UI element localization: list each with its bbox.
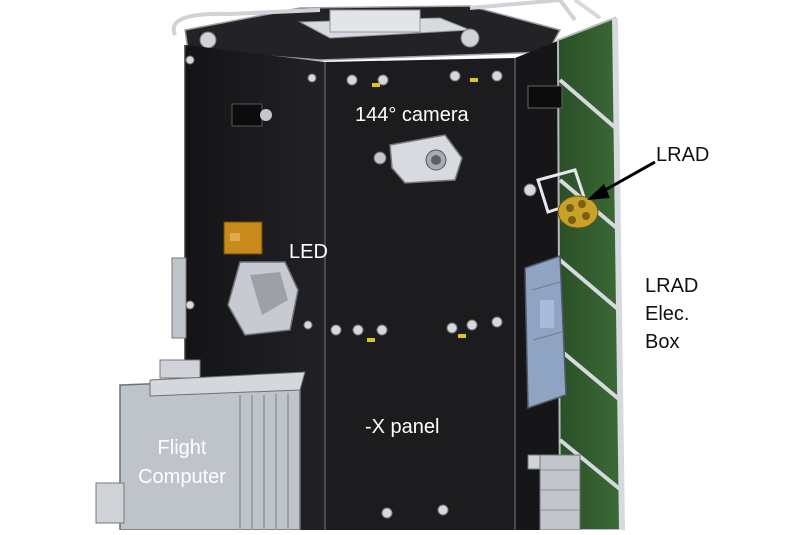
flight-computer-line-2: Computer (138, 466, 226, 488)
top-deck (171, 0, 577, 61)
lower-right-hardware (527, 454, 581, 531)
x-panel-label: -X panel (365, 416, 440, 438)
sun-sensor (231, 85, 563, 127)
panel-fasteners (185, 55, 503, 519)
flight-computer-hardware (95, 257, 306, 531)
lrad-arrow (587, 160, 656, 200)
flight-computer-line-1: Flight (157, 437, 207, 459)
lrad-elec-box-line-3: Box (645, 331, 680, 353)
flight-computer-label: Flight Computer (124, 434, 240, 492)
lrad-elec-box-line-1: LRAD (645, 275, 699, 297)
lrad-electronics-box (524, 254, 567, 410)
camera-label: 144° camera (355, 104, 469, 126)
camera-hardware (373, 134, 463, 184)
solar-panel (556, 0, 625, 531)
led-label: LED (289, 241, 328, 263)
lrad-label: LRAD (656, 144, 710, 166)
led-hardware (223, 221, 299, 336)
lrad-elec-box-label: LRAD Elec. Box (645, 272, 698, 356)
lrad-elec-box-line-2: Elec. (645, 303, 690, 325)
lrad-hardware (523, 168, 599, 229)
yellow-connectors (367, 78, 478, 342)
